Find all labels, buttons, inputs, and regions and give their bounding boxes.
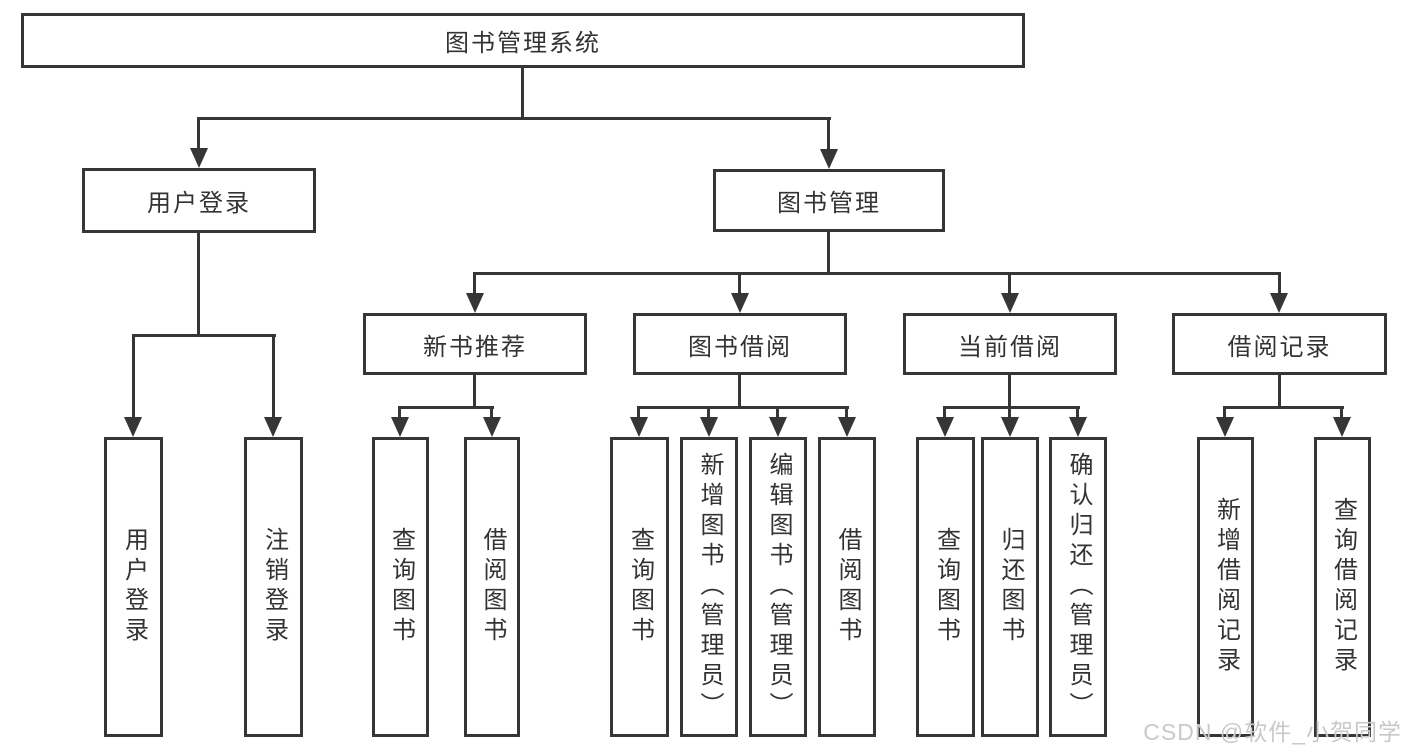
node-label: 借阅图书 (834, 527, 861, 647)
arrow-down-icon (1216, 417, 1234, 437)
leaf-query-borrow-record: 查询借阅记录 (1314, 437, 1371, 737)
node-label: 新增图书（管理员） (696, 452, 723, 722)
connector-line-v (197, 233, 200, 337)
node-label: 用户登录 (120, 527, 148, 647)
node-label: 图书管理 (777, 190, 881, 217)
node-label: 查询图书 (387, 527, 415, 647)
connector-line-v (827, 232, 830, 275)
node-label: 查询图书 (626, 527, 654, 647)
watermark-text: CSDN @软件_小贺同学 (1143, 719, 1402, 745)
connector-line-v (1008, 406, 1011, 419)
arrow-down-icon (1001, 417, 1019, 437)
leaf-return-books: 归还图书 (981, 437, 1039, 737)
connector-line-h (473, 272, 1281, 275)
leaf-logout-login: 注销登录 (244, 437, 303, 737)
connector-line-v (197, 117, 200, 150)
node-label: 查询借阅记录 (1329, 497, 1357, 677)
leaf-confirm-return-admin: 确认归还（管理员） (1049, 437, 1107, 737)
leaf-query-books-current: 查询图书 (916, 437, 975, 737)
connector-line-v (521, 68, 524, 118)
node-label: 图书管理系统 (445, 30, 601, 57)
connector-line-v (473, 272, 476, 295)
arrow-down-icon (124, 417, 142, 437)
node-book-borrowing: 图书借阅 (633, 313, 847, 375)
node-label: 借阅图书 (479, 527, 506, 647)
node-label: 新书推荐 (423, 333, 527, 361)
node-label: 新增借阅记录 (1212, 497, 1240, 677)
arrow-down-icon (1001, 293, 1019, 313)
connector-line-v (827, 117, 830, 151)
leaf-query-books-recommend: 查询图书 (372, 437, 429, 737)
node-label: 归还图书 (997, 527, 1024, 647)
node-current-borrowing: 当前借阅 (903, 313, 1117, 375)
node-label: 图书借阅 (688, 333, 792, 361)
connector-line-v (1008, 272, 1011, 295)
connector-line-v (1278, 375, 1281, 409)
node-label: 当前借阅 (958, 333, 1062, 361)
arrow-down-icon (264, 417, 282, 437)
connector-line-v (776, 406, 779, 419)
leaf-query-books-borrowing: 查询图书 (610, 437, 669, 737)
connector-line-h (943, 406, 1080, 409)
node-user-login: 用户登录 (82, 168, 316, 233)
connector-line-v (132, 334, 135, 419)
node-book-management: 图书管理 (713, 169, 945, 232)
connector-line-h (637, 406, 849, 409)
connector-line-h (398, 406, 494, 409)
arrow-down-icon (1069, 417, 1087, 437)
node-borrowing-records: 借阅记录 (1172, 313, 1387, 375)
arrow-down-icon (936, 417, 954, 437)
connector-line-v (1278, 272, 1281, 295)
arrow-down-icon (1333, 417, 1351, 437)
arrow-down-icon (769, 417, 787, 437)
connector-line-h (1223, 406, 1344, 409)
connector-line-v (637, 406, 640, 419)
connector-line-h (132, 334, 276, 337)
arrow-down-icon (1270, 293, 1288, 313)
connector-line-h (197, 117, 831, 120)
connector-line-v (1008, 375, 1011, 409)
leaf-user-login: 用户登录 (104, 437, 163, 737)
node-label: 借阅记录 (1227, 333, 1332, 361)
leaf-edit-books-admin: 编辑图书（管理员） (749, 437, 807, 737)
leaf-add-books-admin: 新增图书（管理员） (680, 437, 738, 737)
node-library-system: 图书管理系统 (21, 13, 1025, 68)
arrow-down-icon (700, 417, 718, 437)
node-label: 注销登录 (260, 527, 288, 647)
connector-line-v (943, 406, 946, 419)
connector-line-v (1076, 406, 1079, 419)
leaf-borrow-books-borrowing: 借阅图书 (818, 437, 876, 737)
leaf-borrow-books-recommend: 借阅图书 (464, 437, 520, 737)
connector-line-v (272, 334, 275, 419)
connector-line-v (398, 406, 401, 419)
connector-line-v (845, 406, 848, 419)
connector-line-v (1340, 406, 1343, 419)
node-label: 编辑图书（管理员） (765, 452, 792, 722)
node-label: 查询图书 (932, 527, 960, 647)
node-new-book-recommendation: 新书推荐 (363, 313, 587, 375)
leaf-add-borrow-record: 新增借阅记录 (1197, 437, 1254, 737)
node-label: 用户登录 (147, 190, 251, 217)
connector-line-v (473, 375, 476, 409)
connector-line-v (490, 406, 493, 419)
connector-line-v (738, 272, 741, 295)
arrow-down-icon (190, 148, 208, 168)
arrow-down-icon (838, 417, 856, 437)
arrow-down-icon (391, 417, 409, 437)
connector-line-v (1223, 406, 1226, 419)
connector-line-v (738, 375, 741, 409)
arrow-down-icon (483, 417, 501, 437)
arrow-down-icon (820, 149, 838, 169)
arrow-down-icon (731, 293, 749, 313)
node-label: 确认归还（管理员） (1065, 452, 1092, 722)
arrow-down-icon (466, 293, 484, 313)
arrow-down-icon (630, 417, 648, 437)
connector-line-v (707, 406, 710, 419)
